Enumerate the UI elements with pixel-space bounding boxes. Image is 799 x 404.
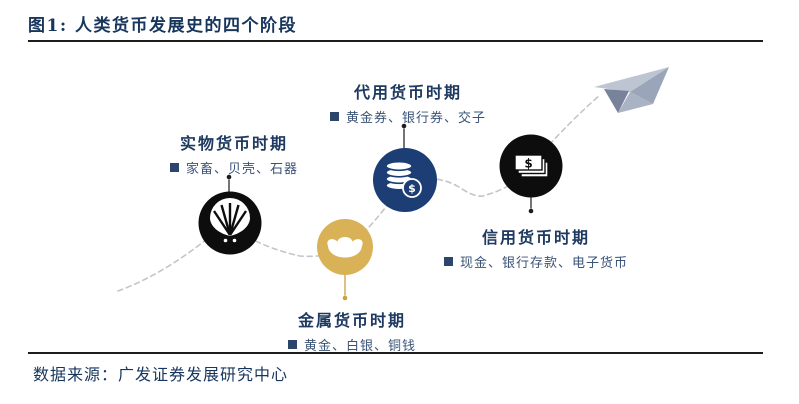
figure-title: 图1: 人类货币发展史的四个阶段 (28, 16, 298, 36)
stage-title: 代用货币时期 (353, 83, 463, 102)
stage-connectors (226, 123, 534, 301)
title-divider (28, 40, 763, 42)
connector-dot (226, 174, 232, 180)
stage-circle-metal (317, 219, 373, 275)
data-source: 数据来源：广发证券发展研究中心 (33, 365, 289, 384)
stage-items-text: 家畜、贝壳、石器 (185, 162, 299, 177)
bullet-square-icon (329, 112, 339, 121)
stage-items: 家畜、贝壳、石器 (169, 158, 299, 177)
dollar-coin-symbol: $ (408, 182, 416, 195)
stage-label-metal: 金属货币时期 黄金、白银、铜钱 (287, 307, 417, 354)
stage-circle-representative: $ (373, 148, 437, 212)
stage-circle-physical (198, 191, 262, 255)
footer-divider (28, 352, 763, 354)
stage-items: 黄金券、银行券、交子 (329, 107, 487, 126)
stage-circle-credit: $ (499, 134, 563, 198)
stage-label-credit: 信用货币时期 现金、银行存款、电子货币 (443, 224, 629, 271)
stage-label-representative: 代用货币时期 黄金券、银行券、交子 (329, 79, 487, 126)
connector-dot (528, 208, 534, 214)
stage-items-text: 黄金券、银行券、交子 (345, 111, 487, 126)
bullet-square-icon (169, 163, 179, 172)
stage-title: 信用货币时期 (481, 228, 591, 247)
dollar-bill-symbol: $ (524, 157, 532, 171)
stage-label-physical: 实物货币时期 家畜、贝壳、石器 (169, 130, 299, 177)
connector-dot (342, 295, 348, 301)
connector-dot (401, 123, 407, 129)
bullet-square-icon (443, 257, 453, 266)
shell-icon (210, 198, 250, 243)
stage-items-text: 黄金、白银、铜钱 (303, 339, 417, 354)
banknotes-icon: $ (514, 154, 549, 178)
paper-plane-icon (594, 67, 669, 113)
gold-ingot-icon (327, 237, 363, 258)
stage-items-text: 现金、银行存款、电子货币 (459, 256, 629, 271)
stage-title: 实物货币时期 (179, 134, 289, 153)
bullet-square-icon (287, 340, 297, 349)
coin-stack-icon: $ (385, 160, 422, 198)
stage-title: 金属货币时期 (297, 311, 407, 330)
stage-items: 现金、银行存款、电子货币 (443, 252, 629, 271)
stage-items: 黄金、白银、铜钱 (287, 335, 417, 354)
